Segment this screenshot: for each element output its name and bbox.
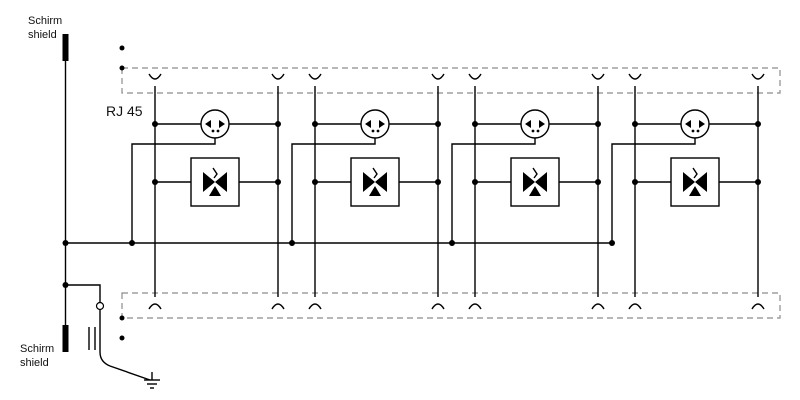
switch-contact <box>95 301 105 311</box>
bidirectional-diode-icon <box>670 157 720 207</box>
channel-3 <box>449 73 605 310</box>
channel-4 <box>609 73 765 310</box>
shield-and-ground-wiring <box>62 34 781 389</box>
shield-label-top-en: shield <box>28 29 57 41</box>
bidirectional-diode-icon <box>350 157 400 207</box>
shield-label-bottom-en: shield <box>20 357 49 369</box>
connector-outline-bottom <box>121 292 781 319</box>
gas-discharge-tube-icon <box>200 109 230 139</box>
gas-discharge-tube-icon <box>360 109 390 139</box>
gas-discharge-tube-icon <box>520 109 550 139</box>
shield-label-bottom: Schirm shield <box>20 342 54 370</box>
shield-label-top: Schirm shield <box>28 14 62 42</box>
gas-discharge-tube-icon <box>680 109 710 139</box>
channel-1 <box>129 73 285 310</box>
ground-icon <box>144 372 160 389</box>
connector-outline-top <box>121 67 781 94</box>
protection-channels <box>129 73 765 310</box>
channel-2 <box>289 73 445 310</box>
shield-bar-top <box>62 34 69 61</box>
bidirectional-diode-icon <box>510 157 560 207</box>
connector-label: RJ 45 <box>106 103 143 119</box>
bidirectional-diode-icon <box>190 157 240 207</box>
shield-label-bottom-de: Schirm <box>20 343 55 355</box>
shield-label-top-de: Schirm <box>28 15 63 27</box>
shield-bar-bottom <box>62 325 69 352</box>
